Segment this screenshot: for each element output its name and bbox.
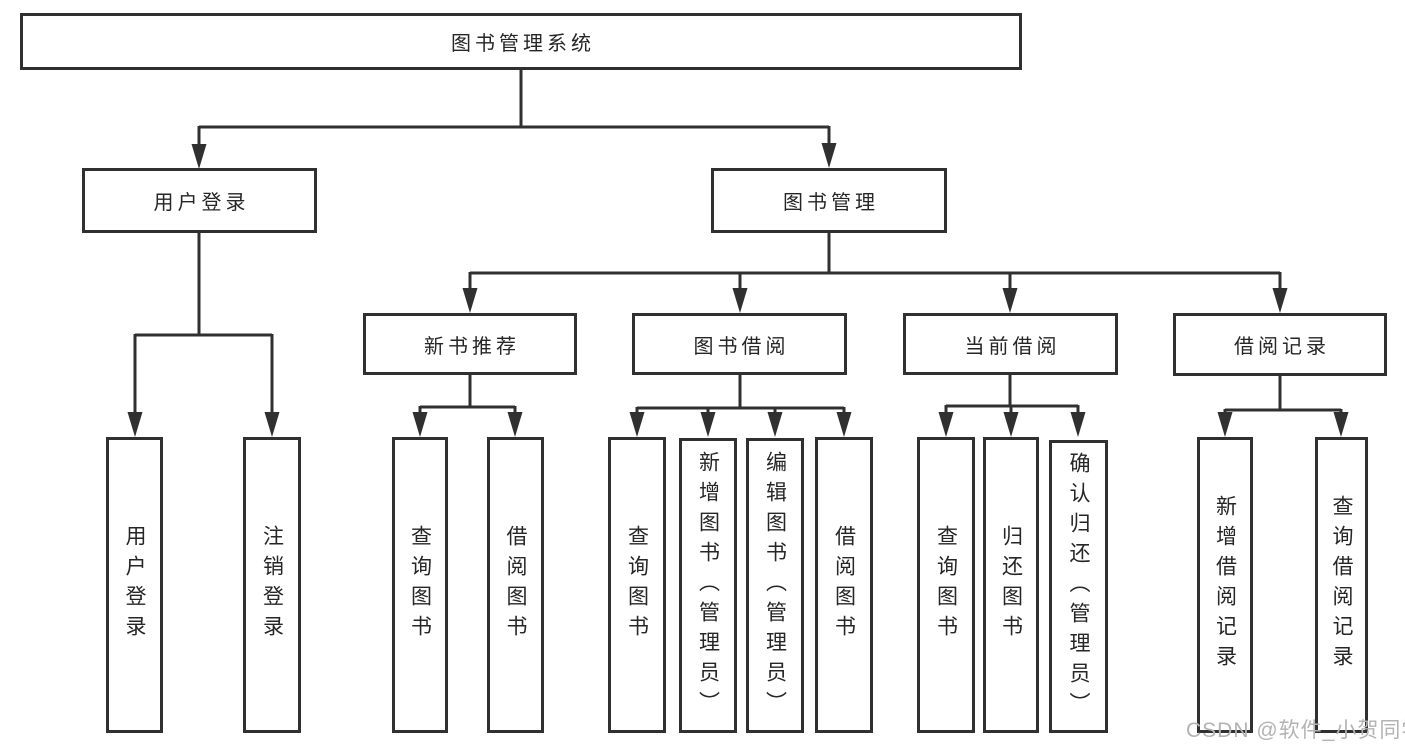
node-borrow-records: 借阅记录 (1173, 313, 1387, 376)
watermark: CSDN @软件_小贺同学 (1186, 719, 1405, 742)
leaf-bb-query-book: 查询图书 (608, 437, 666, 733)
node-current-borrow: 当前借阅 (903, 313, 1118, 375)
leaf-br-query-record: 查询借阅记录 (1315, 437, 1368, 733)
leaf-nb-query-book: 查询图书 (392, 437, 448, 733)
node-library-system: 图书管理系统 (20, 13, 1022, 70)
leaf-logout-login: 注销登录 (243, 437, 301, 733)
node-book-management: 图书管理 (711, 168, 947, 233)
leaf-br-add-record: 新增借阅记录 (1197, 437, 1253, 733)
leaf-user-login: 用户登录 (106, 437, 163, 733)
leaf-cb-return-book: 归还图书 (983, 437, 1039, 733)
node-book-borrow: 图书借阅 (632, 313, 847, 375)
node-user-login: 用户登录 (82, 168, 317, 233)
leaf-bb-borrow-book: 借阅图书 (815, 437, 873, 733)
leaf-bb-add-book-admin: 新增图书（管理员） (679, 438, 737, 733)
leaf-cb-query-book: 查询图书 (917, 437, 975, 733)
node-new-book-recommend: 新书推荐 (363, 313, 577, 375)
leaf-cb-confirm-return-admin: 确认归还（管理员） (1049, 440, 1108, 733)
leaf-bb-edit-book-admin: 编辑图书（管理员） (746, 438, 804, 733)
leaf-nb-borrow-book: 借阅图书 (487, 437, 544, 733)
